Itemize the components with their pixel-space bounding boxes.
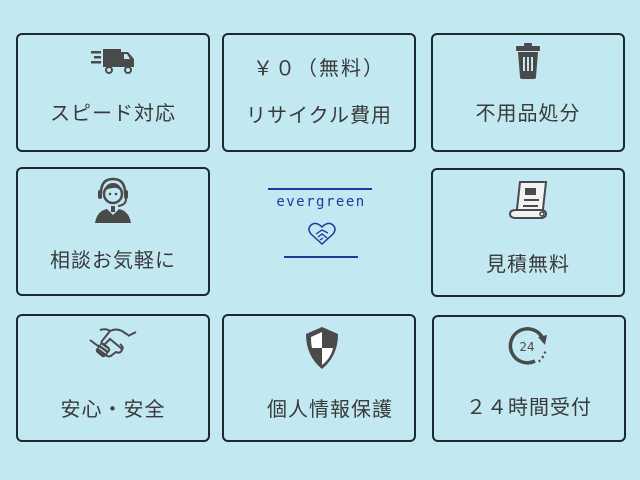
card-consult: 相談お気軽に — [16, 167, 210, 296]
card-label: 不用品処分 — [475, 101, 581, 125]
card-24h: 24 ２４時間受付 — [432, 315, 626, 442]
handshake-icon — [89, 328, 137, 358]
heart-handshake-icon — [308, 222, 336, 246]
brand-logo: evergreen — [268, 188, 374, 260]
card-privacy: 個人情報保護 — [222, 314, 416, 442]
24-hour-clock-icon: 24 — [508, 327, 547, 365]
headset-operator-icon — [95, 177, 131, 223]
brand-name: evergreen — [276, 194, 366, 210]
card-title: ￥０（無料） — [253, 56, 385, 80]
card-speed: スピード対応 — [16, 33, 210, 152]
card-label: スピード対応 — [50, 101, 176, 125]
svg-text:24: 24 — [519, 340, 534, 354]
card-free-recycle: ￥０（無料） リサイクル費用 — [222, 33, 416, 152]
card-label: 個人情報保護 — [267, 397, 393, 421]
shield-icon — [306, 327, 338, 369]
delivery-truck-icon — [91, 49, 134, 74]
logo-bottom-rule — [284, 256, 358, 258]
document-scroll-icon — [508, 181, 548, 219]
card-disposal: 不用品処分 — [431, 33, 625, 152]
logo-top-rule — [268, 188, 372, 190]
card-label: 相談お気軽に — [50, 248, 176, 272]
card-safety: 安心・安全 — [16, 314, 210, 442]
trash-can-icon — [516, 43, 540, 79]
card-label: 見積無料 — [486, 252, 570, 276]
card-label: ２４時間受付 — [466, 395, 592, 419]
card-estimate: 見積無料 — [431, 168, 625, 297]
card-label: 安心・安全 — [60, 397, 166, 421]
card-label: リサイクル費用 — [246, 103, 392, 127]
